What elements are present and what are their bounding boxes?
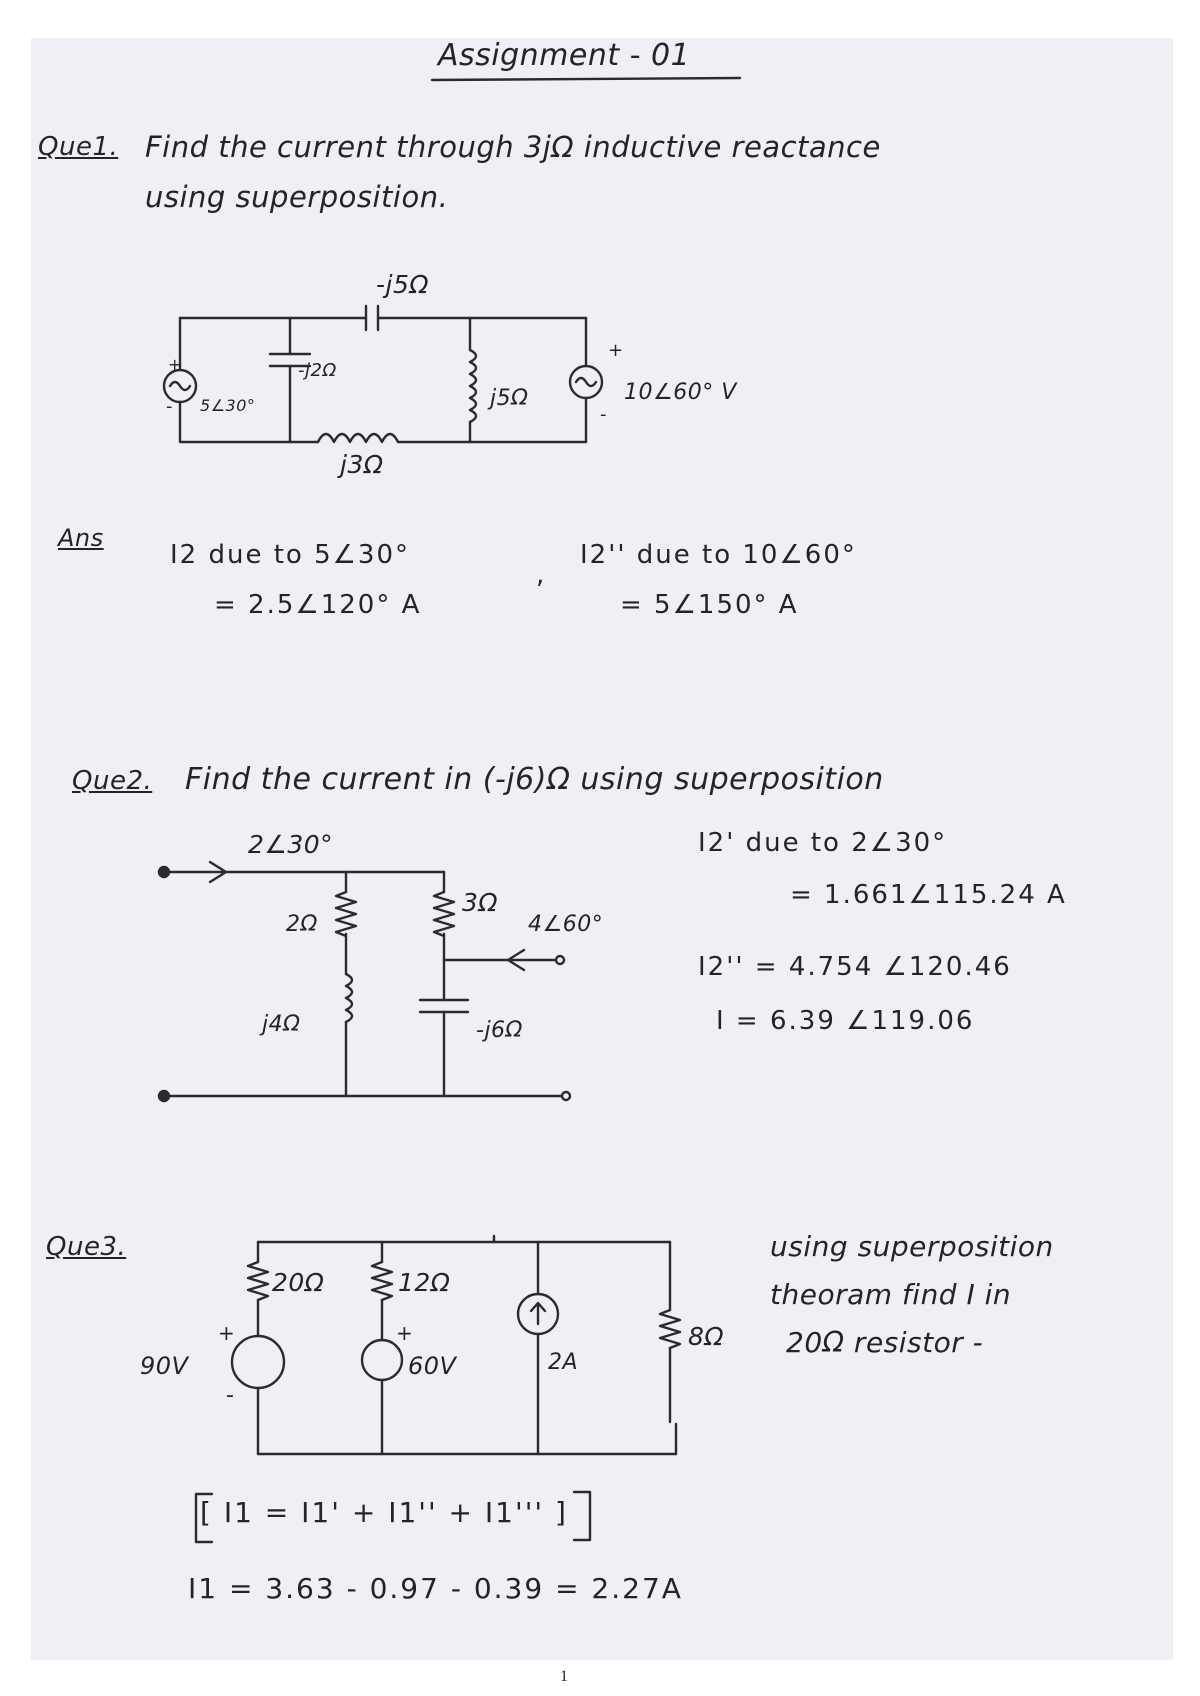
q2-ind-label: j4Ω	[262, 1012, 301, 1037]
q2-result-line4: I = 6.39 ∠119.06	[716, 1006, 975, 1036]
q2-r2-label: 2Ω	[286, 912, 318, 937]
q2-label: Que2.	[72, 766, 153, 796]
q2-src-right-label: 4∠60°	[528, 912, 604, 937]
q3-i2-label: 2A	[548, 1350, 579, 1375]
q1-ind-bottom-label: j3Ω	[340, 450, 384, 479]
svg-text:+: +	[168, 355, 181, 374]
q1-ans-label: Ans	[58, 524, 104, 552]
svg-text:-: -	[226, 1383, 234, 1408]
q2-src-top-label: 2∠30°	[248, 830, 334, 859]
q3-r12-label: 12Ω	[398, 1268, 451, 1297]
q1-text-line2: using superposition.	[145, 180, 449, 214]
q3-text-line1: using superposition	[770, 1230, 1054, 1263]
q2-text: Find the current in (-j6)Ω using superpo…	[185, 762, 884, 797]
q1-label: Que1.	[38, 132, 119, 162]
page-title: Assignment - 01	[438, 38, 691, 73]
q3-text-line3: 20Ω resistor -	[786, 1326, 984, 1359]
q1-cap-left-label: -j2Ω	[298, 360, 337, 381]
svg-text:+: +	[396, 1321, 413, 1345]
q3-r8-label: 8Ω	[688, 1322, 725, 1351]
q3-v60-label: 60V	[408, 1352, 457, 1380]
q1-ans-line1: I2 due to 5∠30°	[170, 540, 411, 570]
q1-ans-separator: ,	[536, 560, 547, 590]
q1-ans-line4: = 5∠150° A	[620, 590, 799, 620]
q2-result-line1: I2' due to 2∠30°	[698, 828, 948, 858]
q2-result-line2: = 1.661∠115.24 A	[790, 880, 1067, 910]
svg-text:-: -	[166, 396, 173, 417]
svg-text:+: +	[608, 340, 623, 361]
svg-text:+: +	[218, 1321, 235, 1345]
q3-label: Que3.	[46, 1232, 127, 1262]
q3-equation-1: [ I1 = I1' + I1'' + I1''' ]	[200, 1496, 568, 1529]
q3-equation-2: I1 = 3.63 - 0.97 - 0.39 = 2.27A	[188, 1572, 683, 1605]
q1-ind-mid-label: j5Ω	[490, 386, 529, 411]
q1-cap-top-label: -j5Ω	[376, 270, 429, 299]
page-number: 1	[560, 1668, 568, 1685]
q3-text-line2: theoram find I in	[770, 1278, 1012, 1311]
q1-ans-line3: I2'' due to 10∠60°	[580, 540, 857, 570]
q1-src-left-label: 5∠30°	[200, 396, 256, 415]
q1-src-right-label: 10∠60° V	[624, 380, 737, 405]
q2-result-line3: I2'' = 4.754 ∠120.46	[698, 952, 1012, 982]
q1-text-line1: Find the current through 3jΩ inductive r…	[145, 130, 881, 164]
svg-text:-: -	[600, 404, 607, 425]
q3-r20-label: 20Ω	[272, 1268, 325, 1297]
q2-cap-label: -j6Ω	[476, 1018, 523, 1043]
q2-r3-label: 3Ω	[462, 888, 499, 917]
q1-ans-line2: = 2.5∠120° A	[214, 590, 422, 620]
notebook-page	[31, 38, 1173, 1660]
q3-v90-label: 90V	[140, 1352, 189, 1380]
